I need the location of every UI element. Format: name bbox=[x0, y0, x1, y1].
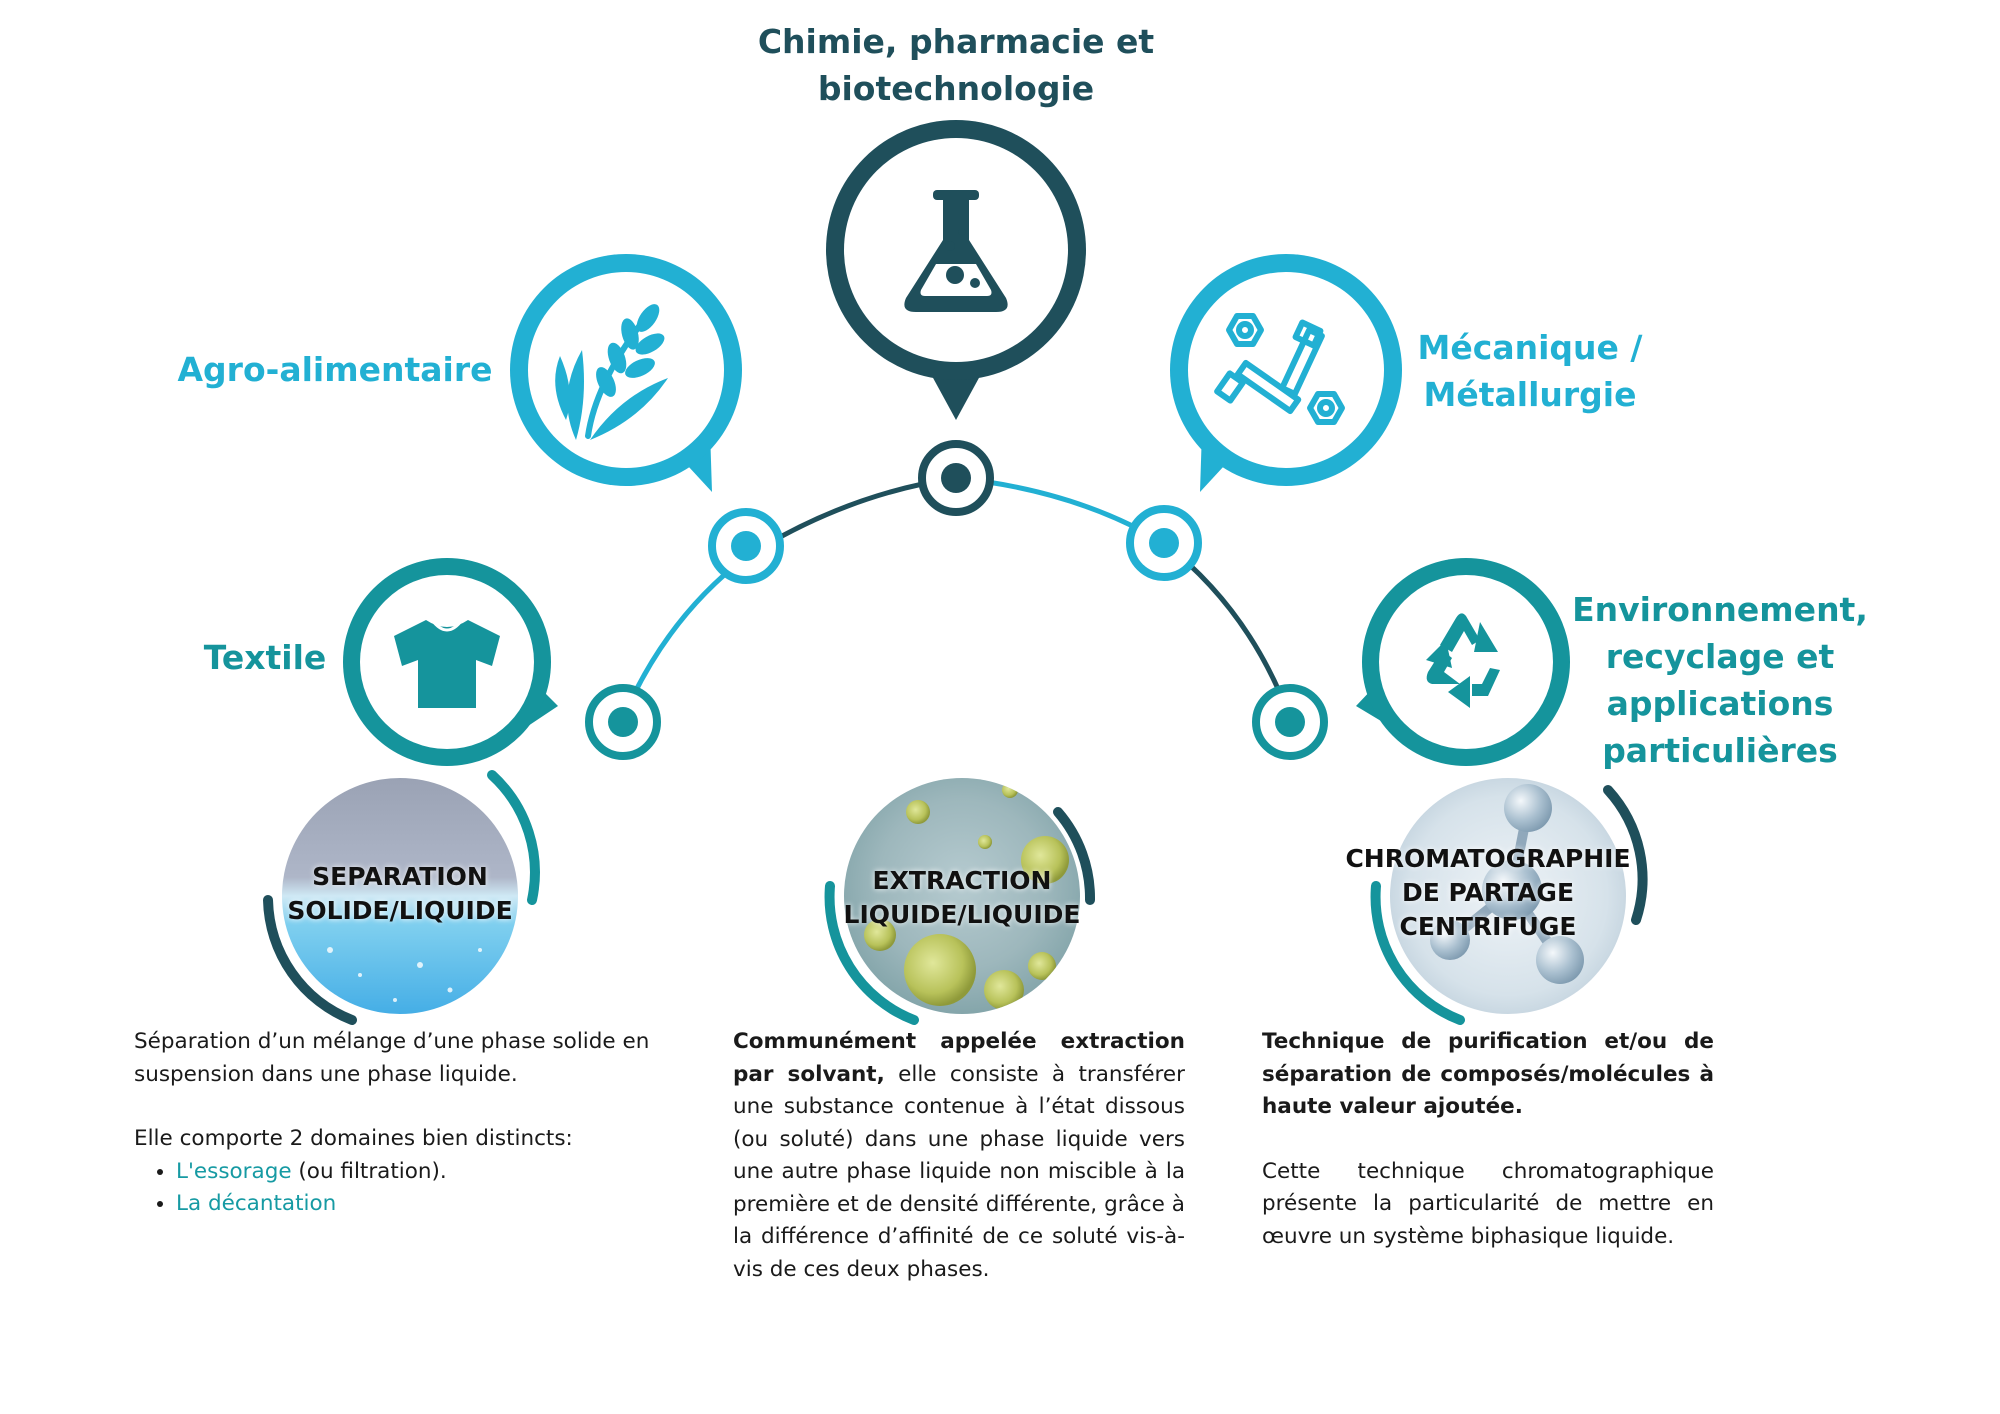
sector-label-environnement: Environnement, recyclage et applications… bbox=[1572, 590, 1868, 770]
sector-label-textile: Textile bbox=[203, 638, 327, 677]
list-item: La décantation bbox=[176, 1188, 674, 1221]
arc-node-agro bbox=[708, 508, 784, 584]
chimie-bubble bbox=[826, 120, 1086, 420]
recycle-icon bbox=[1426, 613, 1500, 708]
extraction-photo bbox=[824, 778, 1096, 1025]
chromatographie-description: Technique de purification et/ou de sépar… bbox=[1262, 1026, 1714, 1253]
sector-label-agro: Agro-alimentaire bbox=[177, 350, 493, 389]
separation-domains-list: L'essorage (ou filtration). La décantati… bbox=[134, 1156, 674, 1221]
process-title-extraction: EXTRACTION LIQUIDE/LIQUIDE bbox=[843, 866, 1081, 929]
mecanique-bubble bbox=[1170, 254, 1402, 492]
agro-bubble bbox=[510, 254, 742, 492]
chromatographie-photo bbox=[1370, 778, 1648, 1025]
environnement-bubble bbox=[1356, 558, 1570, 766]
list-item: L'essorage (ou filtration). bbox=[176, 1156, 674, 1189]
arc-node-textile bbox=[585, 684, 661, 760]
separation-description: Séparation d’un mélange d’une phase soli… bbox=[134, 1026, 674, 1221]
tshirt-icon bbox=[394, 619, 500, 708]
extraction-desc-bold: Communément appelée extraction par solva… bbox=[733, 1029, 1185, 1087]
arc-node-mecanique bbox=[1126, 505, 1202, 581]
decantation-link[interactable]: La décantation bbox=[176, 1191, 337, 1216]
flask-icon bbox=[904, 190, 1008, 312]
extraction-description: Communément appelée extraction par solva… bbox=[733, 1026, 1185, 1286]
sector-label-chimie: Chimie, pharmacie et biotechnologie bbox=[757, 22, 1155, 108]
bolts-nuts-icon bbox=[1214, 313, 1345, 425]
process-title-chromatographie: CHROMATOGRAPHIE DE PARTAGE CENTRIFUGE bbox=[1345, 844, 1631, 941]
chromatographie-desc-bold: Technique de purification et/ou de sépar… bbox=[1262, 1029, 1714, 1119]
arc-node-chimie bbox=[918, 440, 994, 516]
separation-desc-2: Elle comporte 2 domaines bien distincts: bbox=[134, 1126, 573, 1151]
essorage-link[interactable]: L'essorage bbox=[176, 1158, 292, 1184]
molecule-image bbox=[1430, 784, 1584, 984]
textile-bubble bbox=[343, 558, 558, 766]
wheat-icon bbox=[555, 304, 668, 440]
sector-label-mecanique: Mécanique / Métallurgie bbox=[1417, 328, 1643, 414]
separation-photo bbox=[263, 770, 540, 1025]
chromatographie-desc-2: Cette technique chromatographique présen… bbox=[1262, 1158, 1714, 1249]
extraction-desc-rest: elle consiste à transférer une substance… bbox=[733, 1061, 1185, 1282]
arc-node-environnement bbox=[1252, 684, 1328, 760]
process-title-separation: SEPARATION SOLIDE/LIQUIDE bbox=[287, 862, 513, 925]
separation-desc-1: Séparation d’un mélange d’une phase soli… bbox=[134, 1029, 650, 1087]
